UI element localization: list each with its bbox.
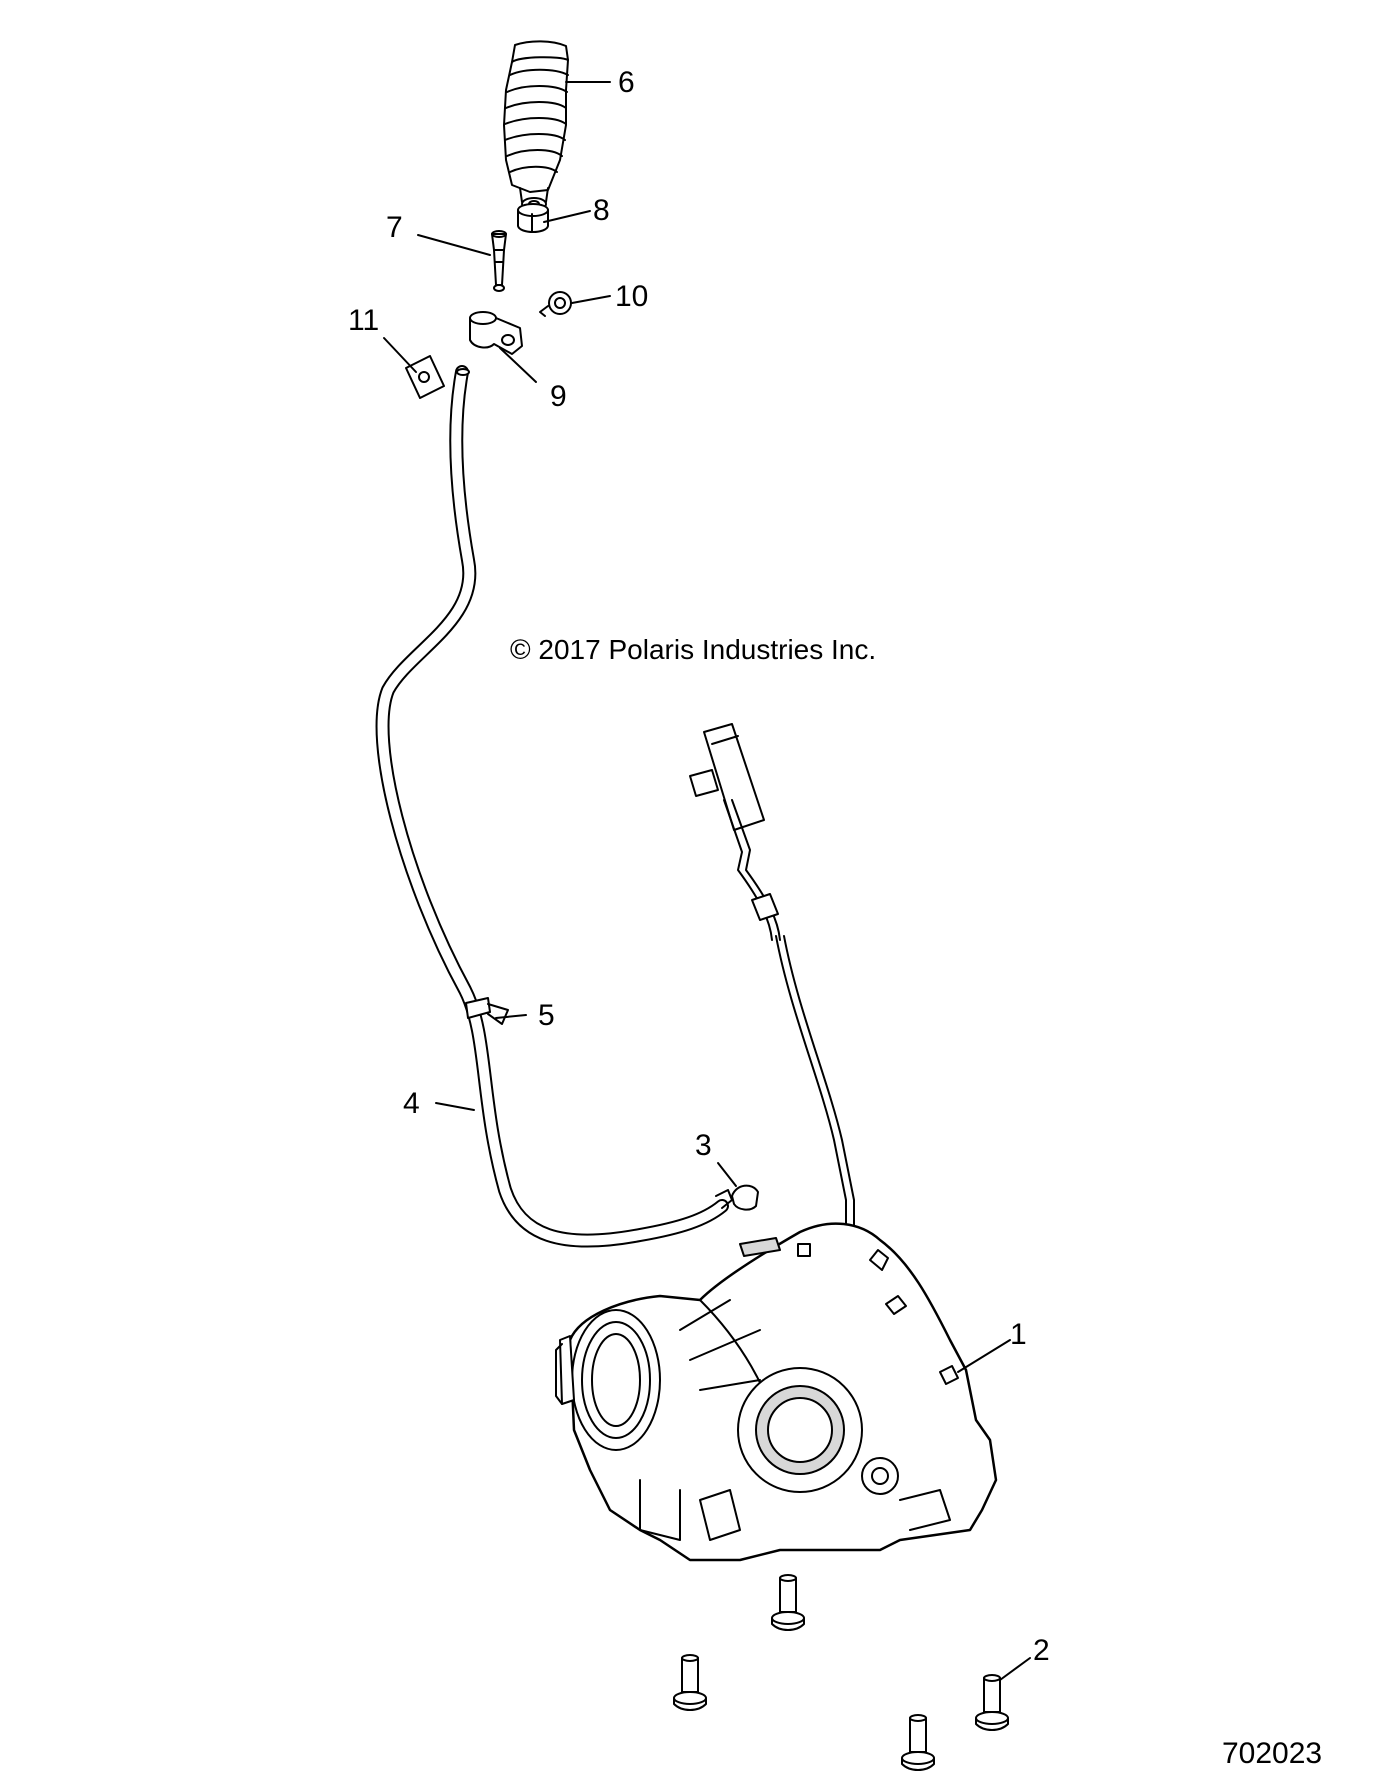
callout-2: 2 bbox=[1033, 1634, 1050, 1667]
part-4-cable bbox=[375, 365, 733, 1248]
leader-7 bbox=[417, 234, 491, 256]
callout-9: 9 bbox=[550, 380, 567, 413]
callout-3: 3 bbox=[695, 1129, 712, 1162]
figure-number: 702023 bbox=[1222, 1737, 1323, 1770]
callout-4: 4 bbox=[403, 1087, 420, 1120]
leader-9 bbox=[499, 347, 537, 383]
callout-10: 10 bbox=[615, 280, 649, 313]
callout-6: 6 bbox=[618, 66, 635, 99]
callout-11: 11 bbox=[348, 304, 380, 337]
copyright-notice: © 2017 Polaris Industries Inc. bbox=[510, 634, 877, 665]
connector-harness bbox=[689, 723, 855, 1241]
leader-4 bbox=[435, 1102, 475, 1111]
part-8-collar bbox=[517, 203, 549, 233]
part-2-bolt bbox=[901, 1714, 935, 1771]
leader-5 bbox=[495, 1014, 527, 1019]
part-2-bolt bbox=[771, 1574, 805, 1631]
part-9-clamp bbox=[469, 311, 523, 355]
leader-2 bbox=[999, 1657, 1031, 1681]
part-2-bolt bbox=[673, 1654, 707, 1711]
part-3-clamp bbox=[731, 1184, 759, 1211]
leader-8 bbox=[543, 210, 591, 223]
callout-8: 8 bbox=[593, 194, 610, 227]
part-2-bolt bbox=[975, 1674, 1009, 1731]
part-6-boot bbox=[503, 40, 569, 211]
part-11-nut bbox=[405, 355, 445, 399]
leader-11 bbox=[383, 337, 417, 373]
callout-1: 1 bbox=[1010, 1318, 1027, 1351]
part-10-screw bbox=[539, 291, 572, 317]
leader-1 bbox=[957, 1339, 1011, 1373]
leader-10 bbox=[571, 295, 611, 304]
part-1-gearcase bbox=[555, 1222, 998, 1562]
leader-3 bbox=[717, 1162, 737, 1187]
callout-7: 7 bbox=[386, 211, 403, 244]
part-7-pin bbox=[491, 230, 507, 292]
callout-5: 5 bbox=[538, 999, 555, 1032]
